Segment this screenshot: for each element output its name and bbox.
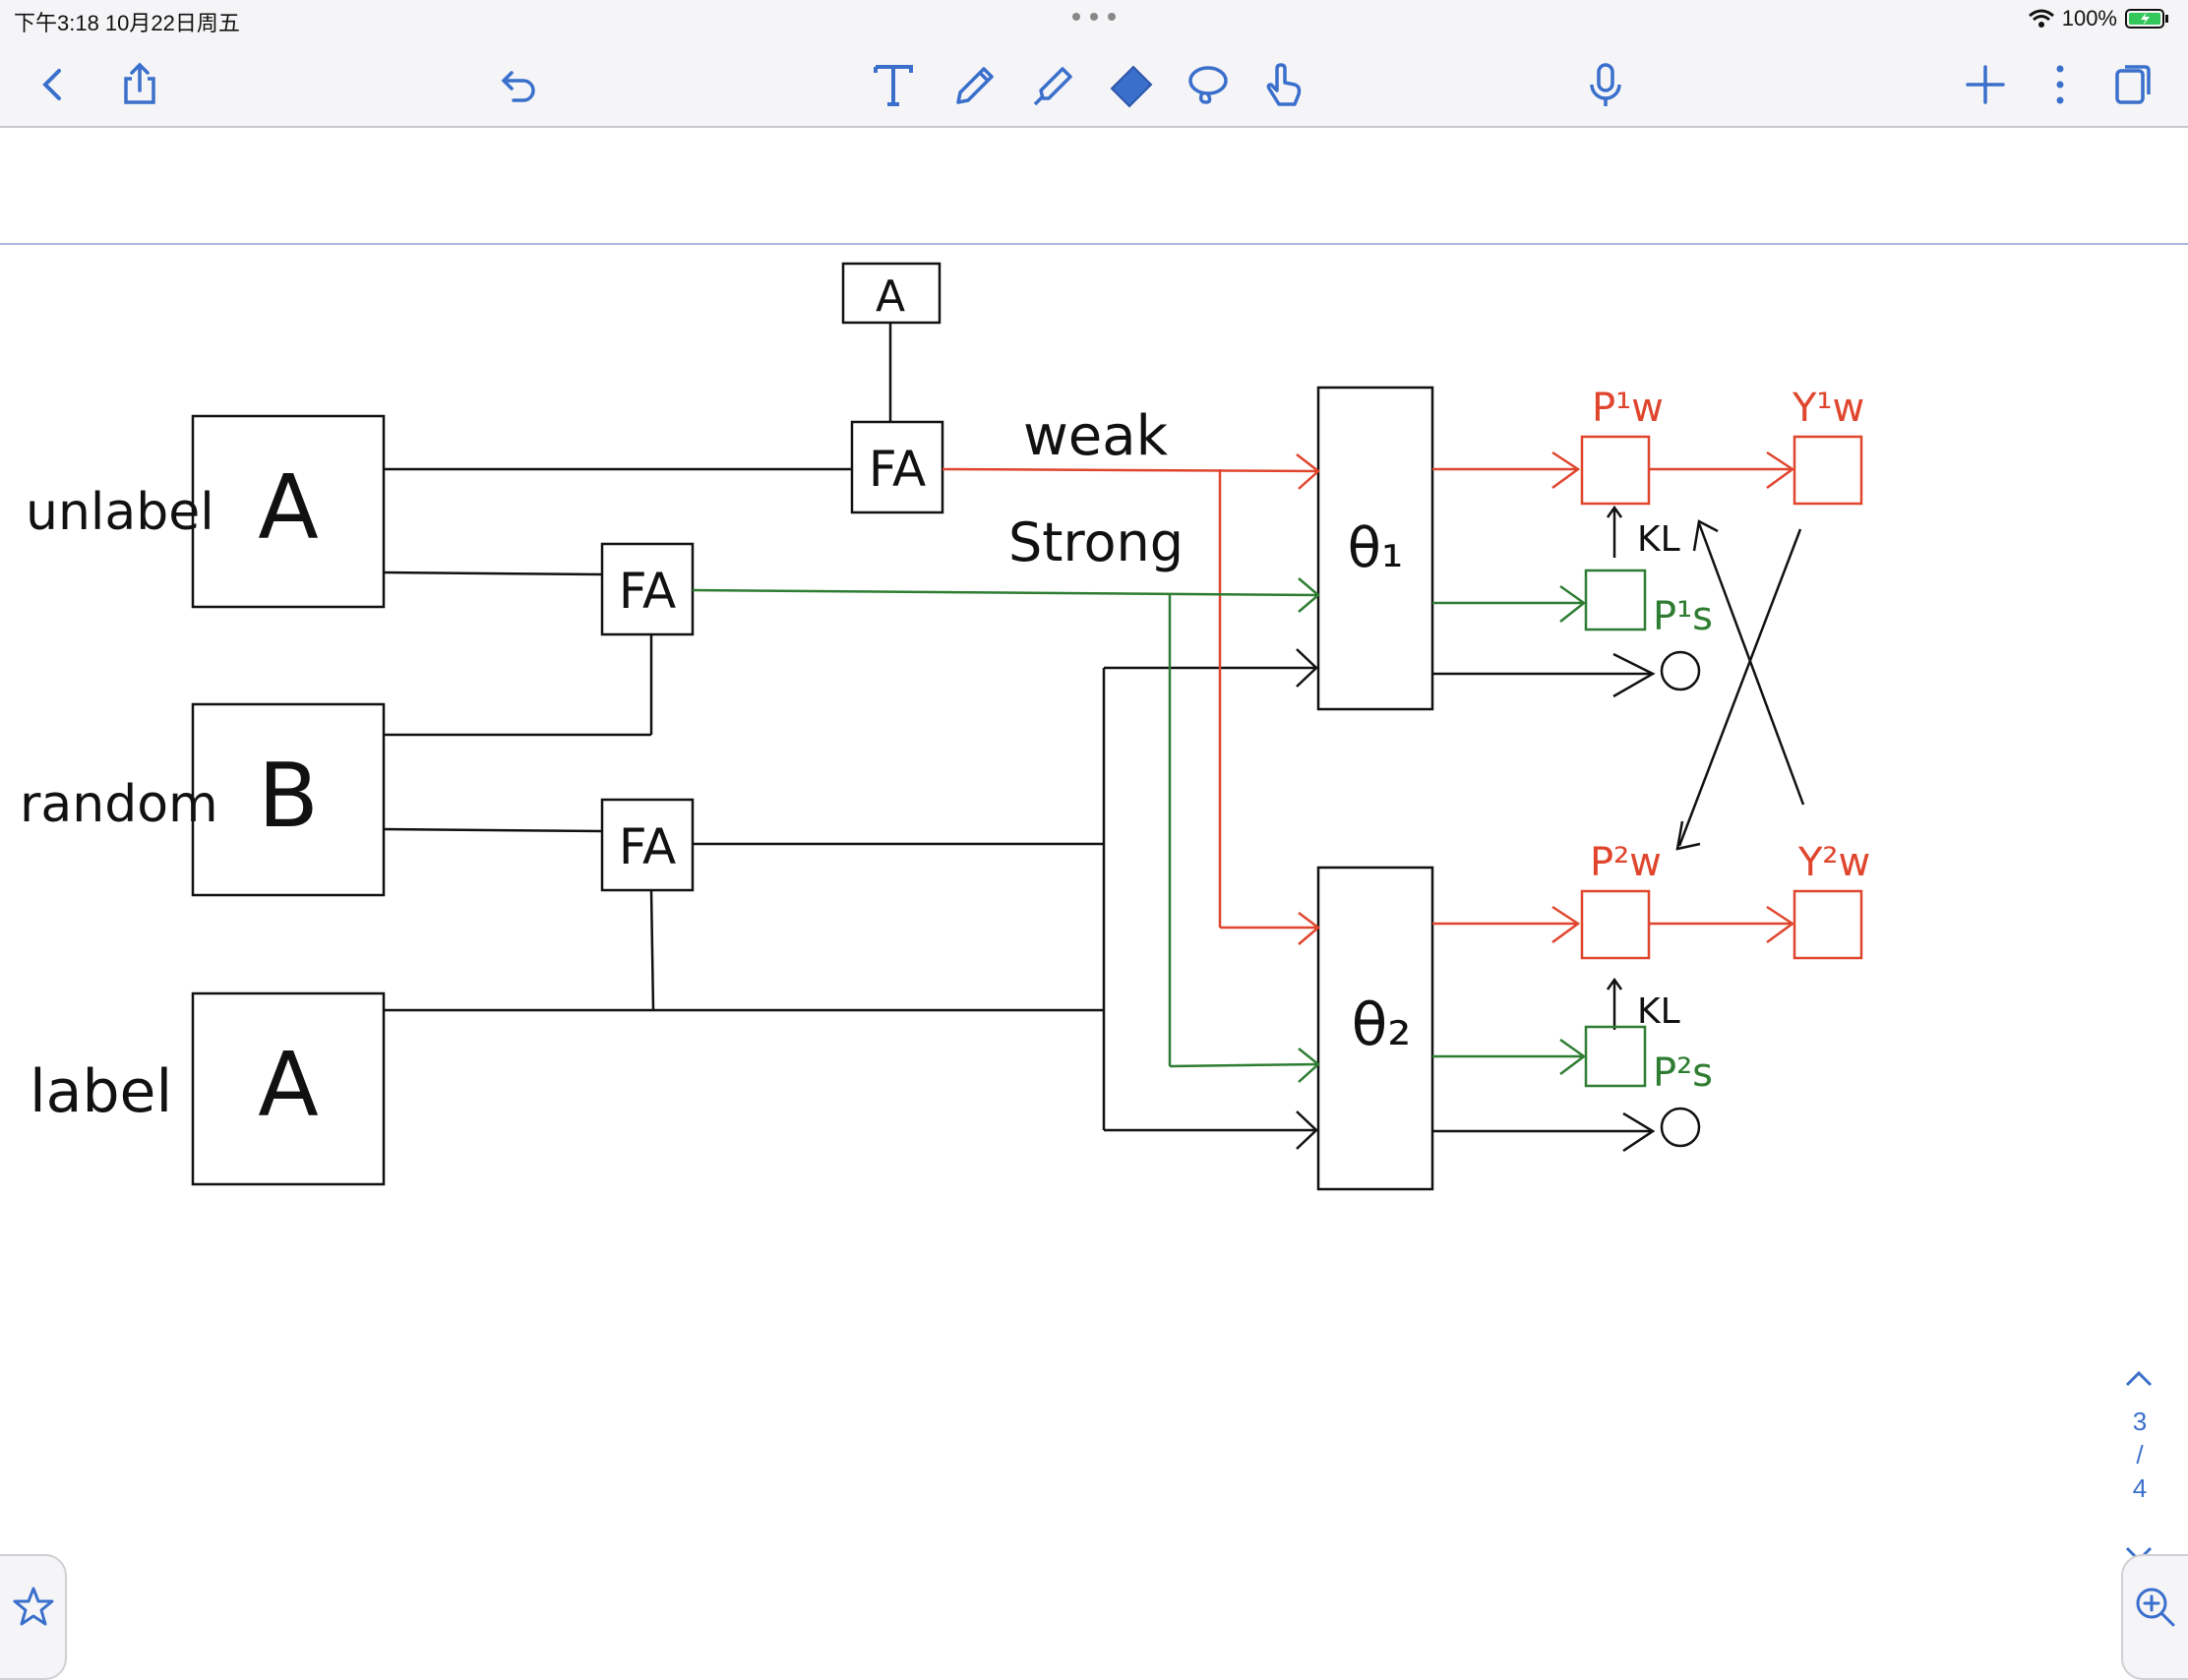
status-right: 100% [2028, 6, 2170, 31]
text-tool-icon[interactable] [866, 57, 921, 112]
toolbar [0, 39, 2188, 128]
zoom-in-icon [2136, 1588, 2175, 1627]
page-up-icon[interactable] [2123, 1367, 2155, 1391]
source-letter-unlabel: A [258, 456, 319, 560]
fa-label-strong: FA [619, 563, 676, 620]
diagram: unlabel random label A B A A FA FA FA we… [0, 243, 2188, 1191]
fa-box-strong [600, 542, 695, 636]
fa-label-weak: FA [869, 441, 926, 498]
model-label-theta1: θ₁ [1348, 516, 1404, 580]
model-box-theta2 [1316, 866, 1434, 1191]
p-s-2-label: P²s [1653, 1050, 1713, 1096]
share-icon[interactable] [112, 57, 167, 112]
status-time: 下午3:18 10月22日周五 [14, 11, 240, 35]
highlighter-icon[interactable] [1025, 57, 1080, 112]
p-w-2-label: P²w [1590, 840, 1662, 885]
o-output-2 [1660, 1107, 1701, 1148]
pages-icon[interactable] [2105, 57, 2160, 112]
row-label-label: label [30, 1057, 172, 1126]
y-w-1-label: Y¹w [1792, 386, 1864, 431]
battery-percent: 100% [2061, 6, 2117, 30]
battery-icon [2125, 9, 2168, 29]
status-bar: 下午3:18 10月22日周五 100% [0, 0, 2188, 39]
lasso-icon[interactable] [1181, 57, 1236, 112]
back-icon[interactable] [26, 57, 81, 112]
eraser-icon[interactable] [1104, 57, 1159, 112]
fa-box-weak [850, 420, 944, 514]
fa-label-label: FA [619, 818, 676, 875]
p-s-1-label: P¹s [1653, 594, 1713, 639]
top-a-letter: A [876, 271, 905, 322]
zoom-button[interactable] [2121, 1554, 2188, 1680]
source-box-unlabel [191, 414, 386, 609]
weak-label: weak [1023, 404, 1169, 468]
model-box-theta1 [1316, 386, 1434, 711]
row-label-unlabel: unlabel [26, 483, 214, 542]
p-s-2-box [1584, 1025, 1647, 1088]
source-box-label [191, 991, 386, 1186]
y-w-2-label: Y²w [1797, 840, 1870, 885]
more-icon[interactable] [2033, 57, 2088, 112]
undo-icon[interactable] [490, 57, 545, 112]
kl-label-2: KL [1637, 991, 1680, 1032]
favorite-button[interactable] [0, 1554, 67, 1680]
p-s-1-box [1584, 569, 1647, 631]
pen-icon[interactable] [946, 57, 1002, 112]
page-indicator: 3 / 4 [2090, 1367, 2188, 1613]
source-letter-label: A [258, 1034, 319, 1137]
multitask-dots-icon[interactable] [1070, 10, 1118, 29]
note-canvas[interactable]: unlabel random label A B A A FA FA FA we… [0, 128, 2188, 1680]
p-w-1-box [1580, 435, 1651, 506]
p-w-2-box [1580, 889, 1651, 960]
model-label-theta2: θ₂ [1352, 990, 1412, 1059]
wifi-icon [2028, 9, 2054, 28]
add-icon[interactable] [1958, 57, 2013, 112]
total-pages: 4 [2132, 1473, 2148, 1503]
microphone-icon[interactable] [1578, 57, 1633, 112]
source-box-random [191, 702, 386, 897]
o-output-1 [1660, 650, 1701, 691]
strong-label: Strong [1008, 511, 1184, 573]
kl-label-1: KL [1637, 519, 1680, 560]
y-w-1-box [1793, 435, 1863, 506]
source-letter-random: B [258, 745, 319, 848]
row-label-random: random [20, 775, 218, 834]
p-w-1-label: P¹w [1592, 386, 1664, 431]
page-separator: / [2136, 1440, 2144, 1470]
current-page: 3 [2132, 1407, 2148, 1436]
pointer-hand-icon[interactable] [1257, 57, 1312, 112]
star-icon [13, 1587, 54, 1626]
y-w-2-box [1793, 889, 1863, 960]
